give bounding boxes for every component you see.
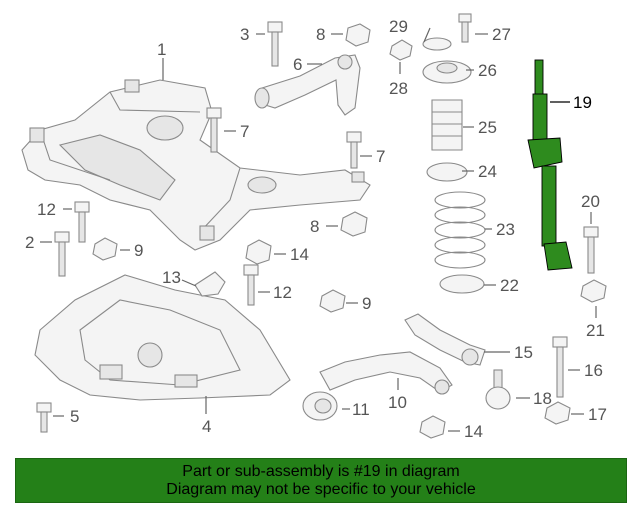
- callout-20: 20: [581, 192, 600, 211]
- bracket-13: [194, 271, 226, 297]
- nut-9b: [319, 289, 346, 313]
- callout-8b: 8: [310, 217, 319, 236]
- nut-8a: [345, 23, 371, 47]
- callout-2: 2: [25, 233, 34, 252]
- callout-3: 3: [240, 25, 249, 44]
- bolt-3: [267, 21, 283, 67]
- callout-28: 28: [389, 79, 408, 98]
- strut-mount-parts: [422, 37, 486, 294]
- callout-5: 5: [70, 407, 79, 426]
- callout-25: 25: [478, 118, 497, 137]
- callout-26: 26: [478, 61, 497, 80]
- callout-29: 29: [389, 17, 408, 36]
- callout-17: 17: [588, 405, 607, 424]
- bolt-7a: [206, 107, 222, 153]
- callout-12a: 12: [37, 200, 56, 219]
- callout-7b: 7: [376, 147, 385, 166]
- callout-23: 23: [496, 220, 515, 239]
- nut-9a: [92, 237, 118, 261]
- nuts: [92, 23, 607, 439]
- banner-line-2: Diagram may not be specific to your vehi…: [166, 481, 476, 498]
- callout-15: 15: [514, 343, 533, 362]
- callout-13: 13: [162, 268, 181, 287]
- bolt-16: [552, 336, 568, 398]
- bolt-27: [458, 13, 472, 43]
- callout-14b: 14: [464, 422, 483, 441]
- leader-lines: [40, 27, 597, 432]
- callout-22: 22: [500, 276, 519, 295]
- callout-9b: 9: [362, 294, 371, 313]
- tension-strut: [404, 313, 486, 366]
- nut-8b: [340, 211, 368, 237]
- nut-21: [580, 279, 607, 303]
- ball-joint-18: [485, 369, 511, 410]
- bolt-20: [583, 226, 599, 274]
- callout-11: 11: [352, 400, 370, 419]
- callout-1: 1: [157, 40, 166, 59]
- washer-29: [422, 37, 452, 51]
- banner-line-1: Part or sub-assembly is #19 in diagram: [182, 463, 460, 480]
- callout-9a: 9: [134, 241, 143, 260]
- shock-absorber-19: [527, 59, 573, 271]
- bolt-12b: [243, 264, 259, 306]
- callout-12b: 12: [273, 283, 292, 302]
- spring-seat-24: [426, 162, 468, 182]
- callout-19: 19: [573, 93, 592, 112]
- splash-shield: [34, 274, 291, 401]
- bolt-2: [54, 231, 70, 277]
- callout-24: 24: [478, 162, 497, 181]
- nut-28: [389, 39, 413, 61]
- callout-6: 6: [293, 55, 302, 74]
- spring-pad-22: [439, 274, 485, 294]
- callout-16: 16: [584, 361, 603, 380]
- callout-18: 18: [533, 389, 552, 408]
- callout-4: 4: [202, 417, 211, 436]
- nut-14a: [245, 239, 272, 265]
- info-banner: Part or sub-assembly is #19 in diagram D…: [15, 458, 627, 503]
- nut-14b: [419, 415, 446, 439]
- bolt-5: [36, 402, 52, 433]
- callout-labels: 1 2 3 5 6 7 7 8 8 9 9 12 12 13 14 14 15 …: [25, 17, 607, 441]
- callout-14a: 14: [290, 245, 309, 264]
- bolt-7b: [346, 131, 362, 169]
- callout-8a: 8: [316, 25, 325, 44]
- callout-10: 10: [388, 393, 407, 412]
- bolt-12a: [74, 201, 90, 243]
- callout-7a: 7: [240, 122, 249, 141]
- bump-stop-25: [431, 99, 463, 151]
- callout-27: 27: [492, 25, 511, 44]
- parts-diagram: 1 2 3 5 6 7 7 8 8 9 9 12 12 13 14 14 15 …: [21, 13, 607, 441]
- callout-21: 21: [586, 321, 605, 340]
- upper-control-arm: [254, 54, 361, 116]
- nut-17: [544, 401, 571, 425]
- lower-control-arm: [319, 351, 453, 395]
- coil-spring-23: [434, 191, 486, 269]
- bushing-11: [302, 391, 338, 421]
- front-subframe: [21, 79, 371, 251]
